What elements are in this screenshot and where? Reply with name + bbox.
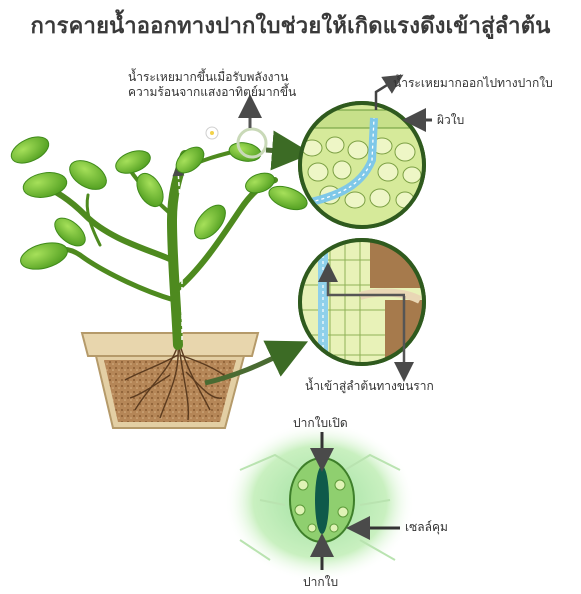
stoma-exit-arrow bbox=[374, 74, 404, 110]
label-stoma: ปากใบ bbox=[303, 575, 339, 589]
label-guard-cell: เซลล์คุม bbox=[405, 520, 448, 534]
diagram-title: การคายน้ำออกทางปากใบช่วยให้เกิดแรงดึงเข้… bbox=[30, 14, 551, 39]
label-stoma-open: ปากใบเปิด bbox=[293, 416, 348, 430]
label-water-rise-2: ความร้อนจากแสงอาทิตย์มากขึ้น bbox=[128, 85, 297, 99]
plant-leaves bbox=[10, 136, 308, 270]
stoma-pore bbox=[315, 466, 329, 534]
label-leaf-skin: ผิวใบ bbox=[437, 113, 465, 127]
leaf-zoom-arrow bbox=[265, 130, 312, 171]
leaf-magnifier bbox=[236, 127, 268, 159]
root-water-arrow bbox=[318, 262, 405, 297]
root-cross-section bbox=[298, 238, 426, 366]
root-zoom-arrow bbox=[204, 340, 309, 386]
label-water-rise-1: น้ำระเหยมากขึ้นเมื่อรับพลังงาน bbox=[128, 70, 289, 84]
label-root-entry: น้ำเข้าสู่ลำต้นทางขนราก bbox=[305, 379, 434, 393]
stoma-illustration bbox=[225, 422, 415, 582]
leaf-cross-section bbox=[298, 101, 426, 229]
flower-pot bbox=[80, 332, 260, 429]
roots bbox=[124, 344, 229, 421]
label-water-exit: น้ำระเหยมากออกไปทางปากใบ bbox=[393, 76, 553, 90]
water-flow-arrows bbox=[172, 164, 185, 340]
flower bbox=[205, 126, 219, 140]
